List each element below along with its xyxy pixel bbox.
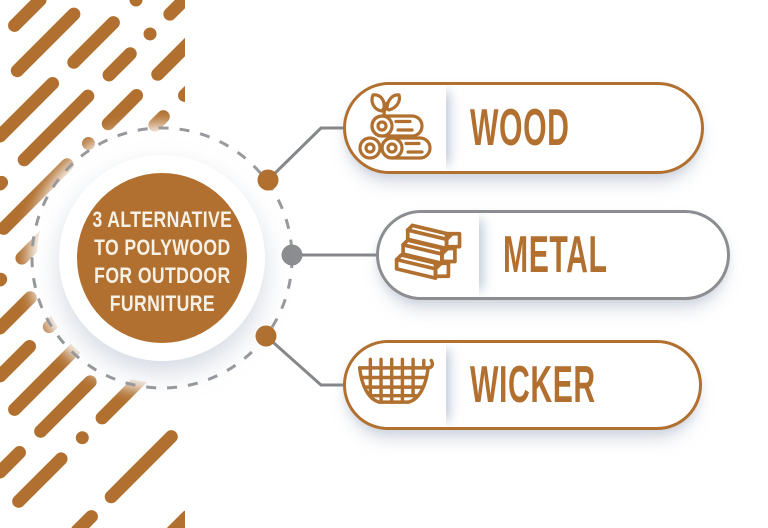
- center-title: 3 ALTERNATIVE TO POLYWOOD FOR OUTDOOR FU…: [92, 198, 232, 318]
- center-topic-circle: 3 ALTERNATIVE TO POLYWOOD FOR OUTDOOR FU…: [77, 173, 247, 343]
- center-title-line: FURNITURE: [109, 291, 215, 316]
- metal-stack-icon: [394, 223, 462, 280]
- connector-wood: [266, 126, 344, 182]
- center-title-line: FOR OUTDOOR: [93, 263, 231, 288]
- node-wood: [257, 169, 279, 191]
- wicker-basket-icon: [357, 357, 435, 404]
- center-title-line: 3 ALTERNATIVE: [92, 207, 232, 232]
- wood-icon-plate: [346, 85, 446, 171]
- card-label-wicker: WICKER: [470, 356, 596, 414]
- wood-logs-icon: [358, 93, 432, 160]
- card-wicker: WICKER: [343, 340, 702, 430]
- card-wood: WOOD: [343, 82, 704, 174]
- node-metal: [281, 244, 303, 266]
- wicker-icon-plate: [346, 343, 446, 427]
- card-label-wood: WOOD: [470, 99, 570, 157]
- connector-wicker: [265, 334, 344, 387]
- node-wicker: [255, 325, 277, 347]
- card-label-metal: METAL: [503, 226, 608, 284]
- card-metal: METAL: [376, 210, 730, 300]
- metal-icon-plate: [379, 213, 479, 297]
- center-title-line: TO POLYWOOD: [93, 235, 231, 260]
